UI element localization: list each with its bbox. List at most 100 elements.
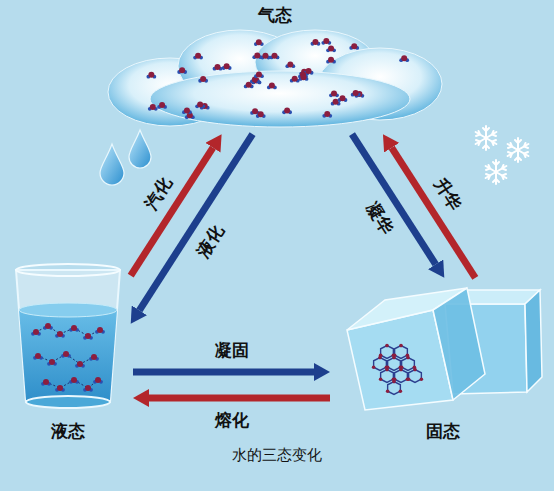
caption-row: 水的三态变化	[0, 445, 554, 465]
oxygen-atom	[197, 102, 203, 108]
glass	[16, 264, 120, 408]
oxygen-atom	[57, 331, 63, 337]
oxygen-atom	[323, 38, 329, 44]
oxygen-atom	[45, 323, 51, 329]
oxygen-atom	[287, 61, 293, 67]
water	[19, 310, 117, 400]
hexagon-ring	[388, 382, 401, 395]
oxygen-atom	[372, 365, 376, 369]
state-label: 气态	[256, 4, 294, 26]
oxygen-atom	[379, 377, 383, 381]
state-label: 固态	[424, 420, 462, 442]
cloud	[108, 30, 442, 127]
oxygen-atom	[224, 63, 230, 69]
snowflake	[486, 160, 507, 184]
oxygen-atom	[35, 353, 41, 359]
glass-rim	[16, 264, 120, 276]
oxygen-atom	[413, 368, 417, 372]
oxygen-atom	[254, 52, 260, 58]
oxygen-atom	[57, 385, 63, 391]
oxygen-atom	[77, 361, 83, 367]
ice-face	[433, 288, 485, 400]
rain-drop	[129, 130, 151, 168]
oxygen-atom	[306, 68, 312, 74]
hexagon-ring	[381, 370, 394, 383]
oxygen-atom	[43, 379, 49, 385]
oxygen-atom	[184, 107, 190, 113]
ice	[347, 288, 542, 410]
oxygen-atom	[256, 39, 262, 45]
oxygen-atom	[150, 104, 156, 110]
oxygen-atom	[33, 329, 39, 335]
water-glass: 液态	[8, 262, 128, 442]
gas-cloud: 气态	[100, 4, 450, 130]
oxygen-atom	[301, 74, 307, 80]
oxygen-atom	[148, 72, 154, 78]
oxygen-atom	[385, 344, 389, 348]
glass-bottom	[26, 396, 110, 408]
ice-lattice	[372, 344, 423, 395]
oxygen-atom	[401, 55, 407, 61]
process-label: 凝固	[212, 340, 252, 360]
oxygen-atom	[91, 354, 97, 360]
oxygen-atom	[215, 64, 221, 70]
phase-change-arrow	[149, 395, 330, 402]
phase-change-arrow	[133, 369, 314, 376]
process-label: 熔化	[212, 410, 252, 430]
hexagon-ring	[374, 358, 387, 371]
snowflake	[476, 126, 497, 150]
oxygen-atom	[284, 107, 290, 113]
hexagon-ring	[402, 358, 415, 371]
ice-cubes: 固态	[335, 282, 550, 442]
oxygen-atom	[71, 325, 77, 331]
oxygen-atom	[269, 83, 275, 89]
water-surface	[19, 303, 117, 317]
oxygen-atom	[351, 43, 357, 49]
rain-drop	[100, 144, 124, 185]
hexagon-ring	[381, 346, 394, 359]
vapor-molecules	[146, 38, 409, 119]
state-illustration	[8, 262, 128, 442]
oxygen-atom	[252, 108, 258, 114]
glass-body	[16, 270, 120, 402]
ice-face	[525, 290, 542, 392]
caption: 水的三态变化	[232, 446, 322, 465]
oxygen-atom	[71, 377, 77, 383]
oxygen-atom	[385, 368, 389, 372]
oxygen-atom	[392, 356, 396, 360]
oxygen-atom	[324, 111, 330, 117]
oxygen-atom	[353, 90, 359, 96]
oxygen-atom	[262, 53, 268, 59]
state-label: 液态	[49, 420, 87, 442]
oxygen-atom	[378, 356, 382, 360]
state-illustration	[335, 282, 550, 442]
oxygen-atom	[200, 76, 206, 82]
oxygen-atom	[272, 53, 278, 59]
oxygen-atom	[399, 344, 403, 348]
oxygen-atom	[406, 356, 410, 360]
oxygen-atom	[331, 91, 337, 97]
oxygen-atom	[179, 67, 185, 73]
oxygen-atom	[292, 76, 298, 82]
oxygen-atom	[312, 39, 318, 45]
oxygen-atom	[159, 102, 165, 108]
phase-change-arrow	[139, 134, 252, 310]
oxygen-atom	[340, 95, 346, 101]
oxygen-atom	[49, 359, 55, 365]
hexagon-ring	[395, 346, 408, 359]
oxygen-atom	[386, 389, 390, 393]
oxygen-atom	[328, 57, 334, 63]
oxygen-atom	[407, 377, 411, 381]
phase-change-arrow	[352, 134, 436, 264]
liquid-molecules	[31, 323, 105, 392]
oxygen-atom	[399, 368, 403, 372]
oxygen-atom	[63, 351, 69, 357]
snowflakes	[476, 126, 529, 184]
oxygen-atom	[97, 327, 103, 333]
oxygen-atom	[256, 71, 262, 77]
hexagon-ring	[388, 358, 401, 371]
snowflake	[508, 138, 529, 162]
oxygen-atom	[420, 377, 424, 381]
oxygen-atom	[85, 333, 91, 339]
cloud-puff	[150, 71, 410, 127]
